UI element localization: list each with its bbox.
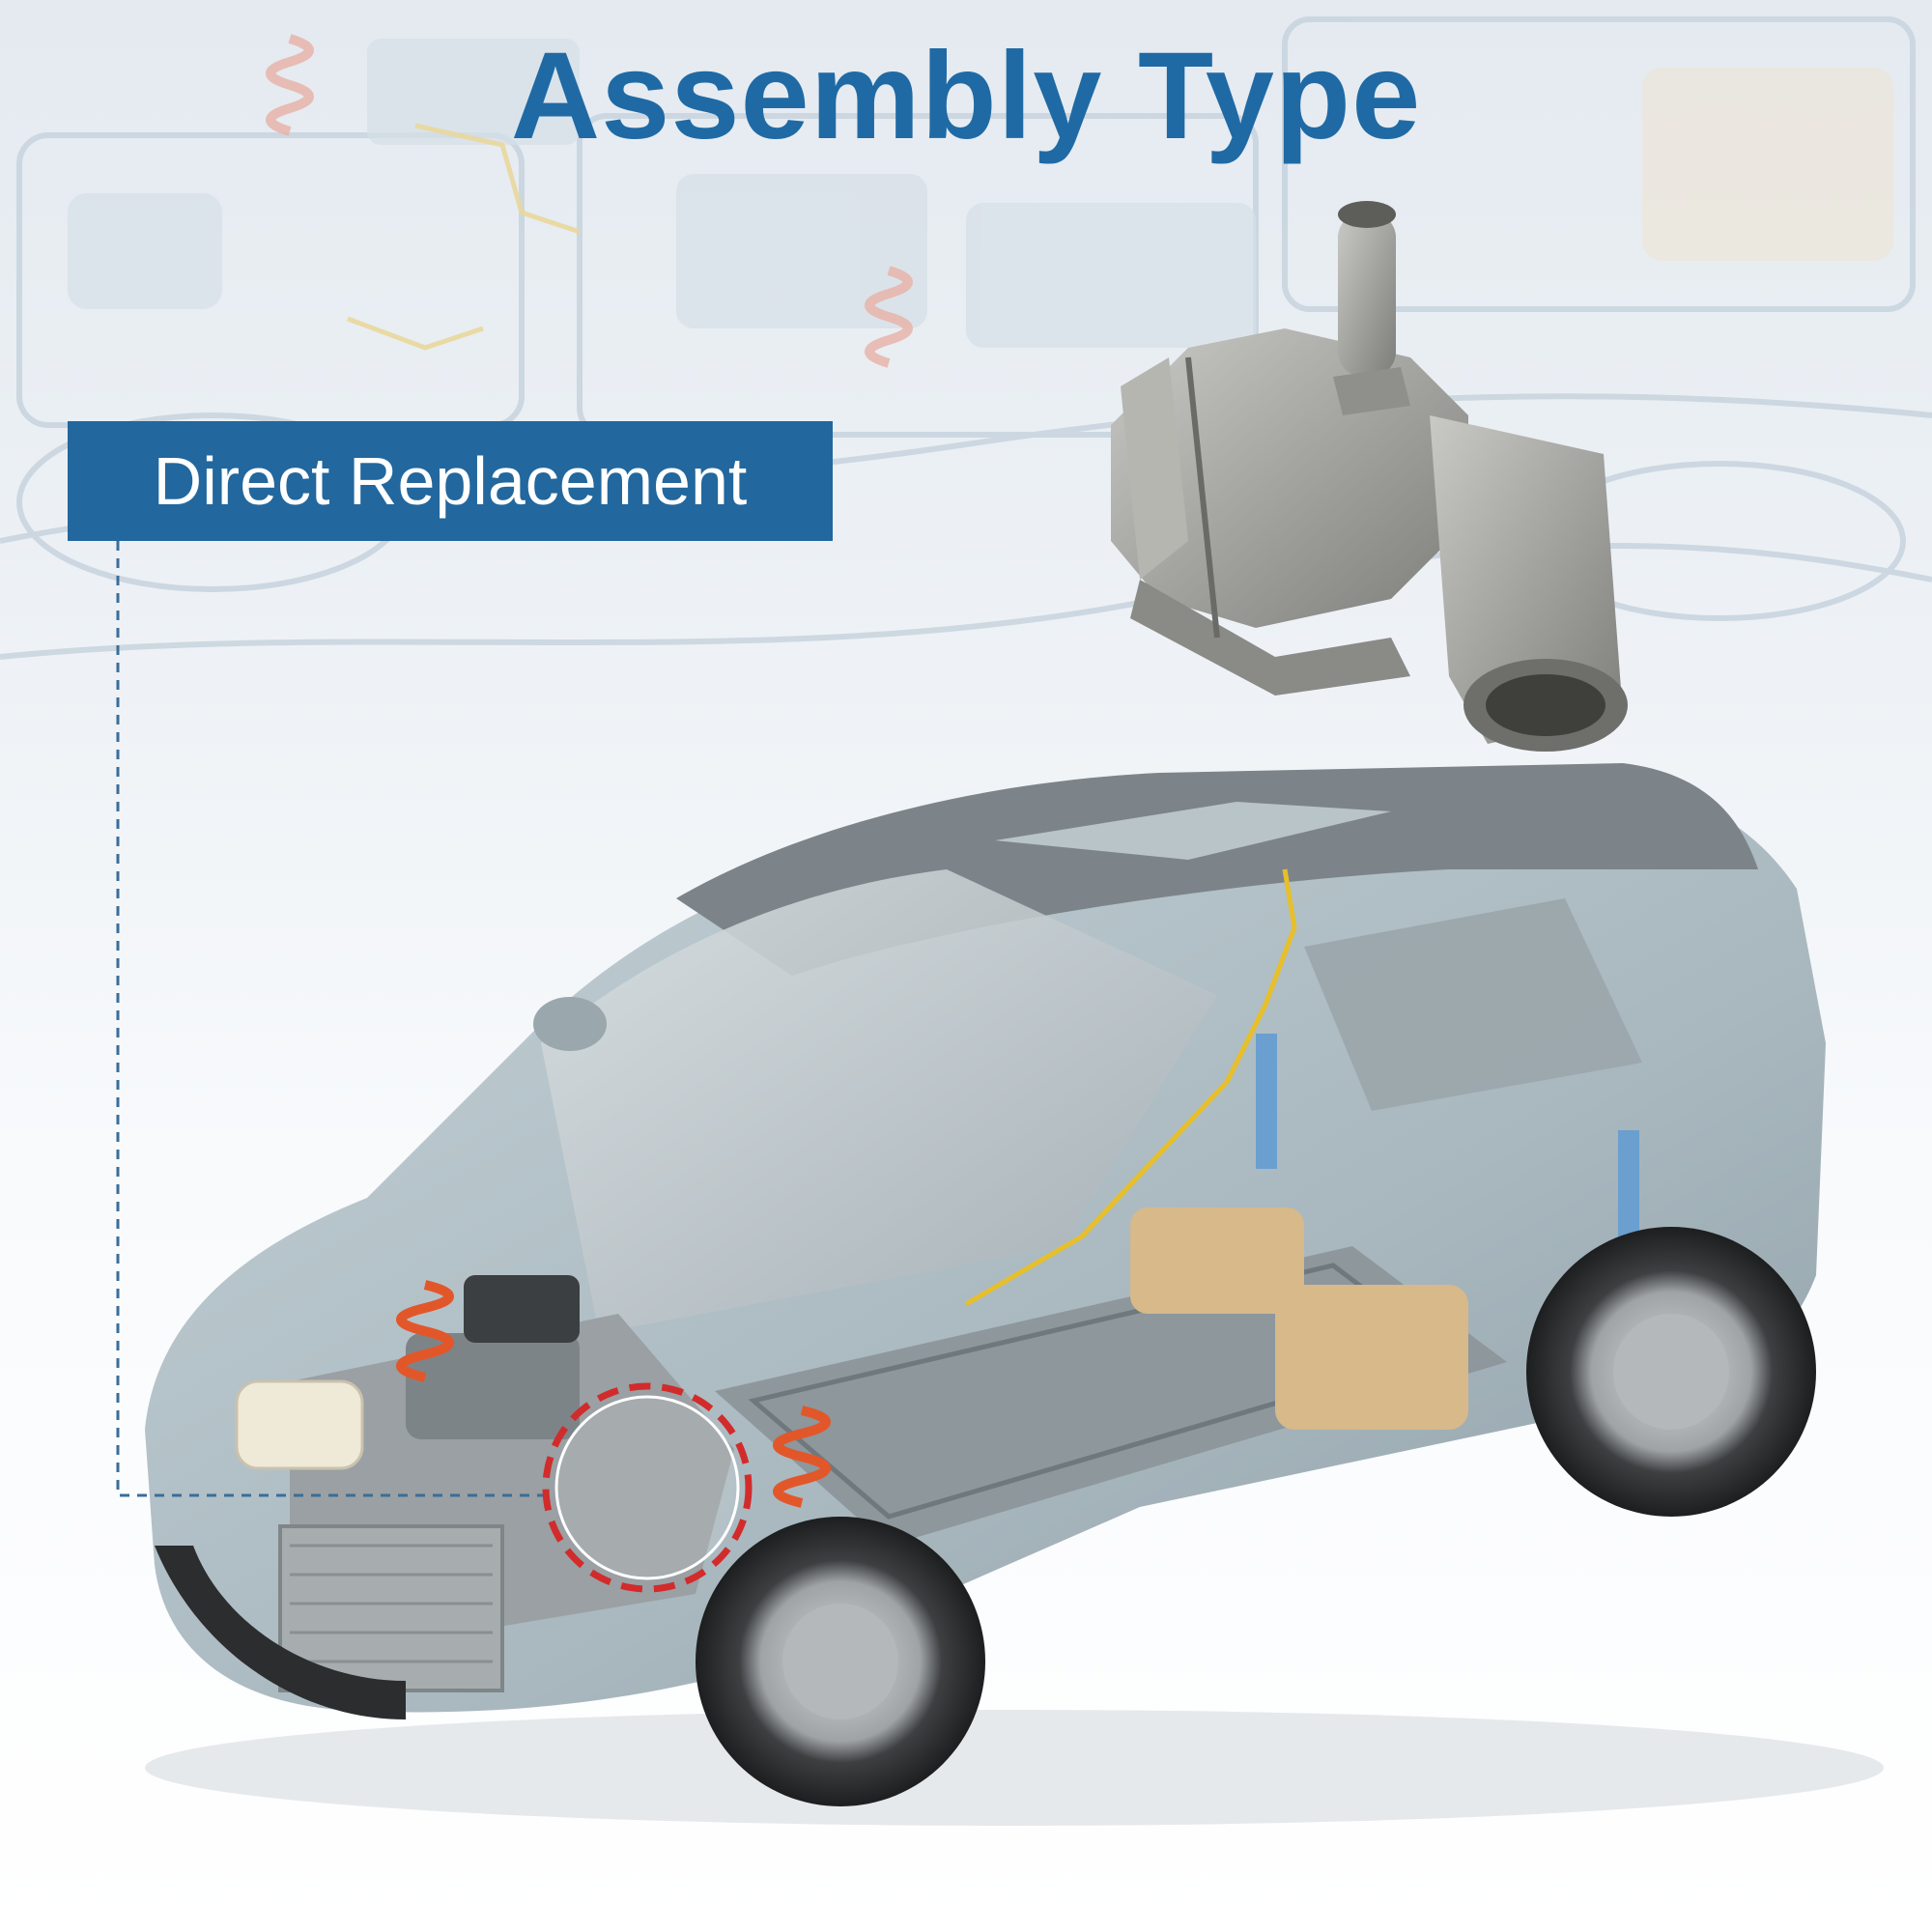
direct-replacement-badge: Direct Replacement (68, 421, 833, 541)
page-title: Assembly Type (510, 27, 1422, 165)
badge-label: Direct Replacement (153, 443, 748, 519)
dashed-circle-highlight (542, 1382, 753, 1593)
thermostat-housing-icon (1111, 201, 1628, 752)
callout-leader-line (116, 541, 553, 1497)
car-cutaway-illustration (145, 763, 1884, 1826)
